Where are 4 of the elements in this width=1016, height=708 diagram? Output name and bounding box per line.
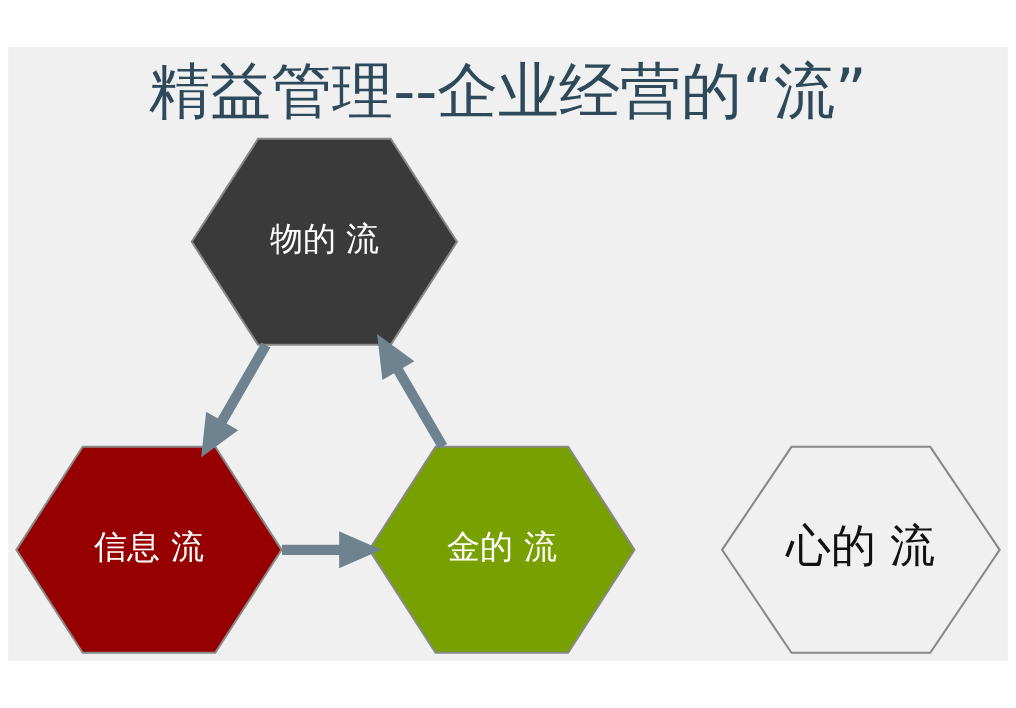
arrow xyxy=(282,531,382,569)
arrow xyxy=(377,334,448,450)
diagram-title: 精益管理--企业经营的“流” xyxy=(149,55,867,127)
arrow xyxy=(201,342,271,458)
